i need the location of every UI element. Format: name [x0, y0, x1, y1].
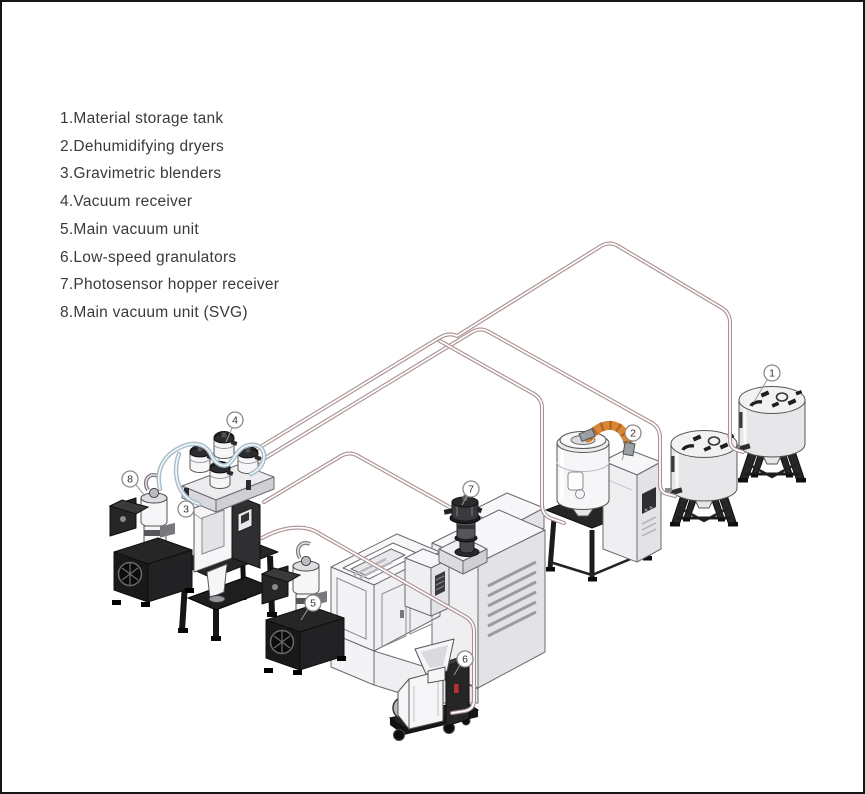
pipe-blender-to-hopper-receiver — [264, 454, 453, 510]
callout-3-number: 3 — [183, 504, 189, 516]
machine-material-storage-tank-far — [731, 384, 808, 485]
legend-item-4: 4.Vacuum receiver — [60, 193, 193, 211]
callout-1: 1 — [754, 365, 780, 402]
legend: 1.Material storage tank 2.Dehumidifying … — [60, 105, 279, 327]
callouts: 1 2 3 4 5 — [122, 365, 780, 675]
callout-2: 2 — [622, 425, 641, 460]
callout-6: 6 — [454, 651, 473, 675]
callout-2-number: 2 — [630, 428, 636, 440]
callout-8-number: 8 — [127, 474, 133, 486]
pipe-blender-to-granulator — [262, 528, 474, 713]
legend-item-1: 1.Material storage tank — [60, 110, 224, 127]
callout-1-number: 1 — [769, 368, 775, 380]
machine-material-storage-tank-near — [663, 428, 740, 529]
legend-item-2: 2.Dehumidifying dryers — [60, 137, 225, 155]
dryer-control-panel — [642, 487, 656, 514]
dryer-hose — [579, 425, 635, 455]
callout-6-number: 6 — [462, 654, 468, 666]
legend-item-5: 5.Main vacuum unit — [60, 220, 199, 238]
callout-4: 4 — [226, 412, 243, 442]
machine-low-speed-granulator — [390, 639, 478, 741]
callout-5: 5 — [301, 595, 321, 620]
pipe-tank-far-to-receivers — [252, 244, 743, 453]
callout-7: 7 — [462, 481, 479, 505]
callout-7-number: 7 — [468, 484, 474, 496]
callout-8: 8 — [122, 471, 145, 496]
machine-photosensor-hopper-receiver — [443, 495, 483, 557]
machine-dehumidifying-dryer — [546, 432, 661, 582]
legend-item-6: 6.Low-speed granulators — [60, 248, 237, 266]
legend-item-8: 8.Main vacuum unit (SVG) — [60, 303, 248, 321]
callout-5-number: 5 — [310, 598, 316, 610]
material-pipes — [252, 244, 743, 714]
callout-4-number: 4 — [232, 415, 238, 427]
pipe-dryer-line — [440, 341, 564, 523]
legend-item-3: 3.Gravimetric blenders — [60, 165, 222, 183]
pipe-tank-near-to-receivers — [257, 330, 675, 497]
vacuum-tubes — [159, 444, 264, 504]
legend-item-7: 7.Photosensor hopper receiver — [60, 276, 280, 294]
vent-grille — [488, 562, 536, 636]
callout-3: 3 — [178, 501, 203, 520]
